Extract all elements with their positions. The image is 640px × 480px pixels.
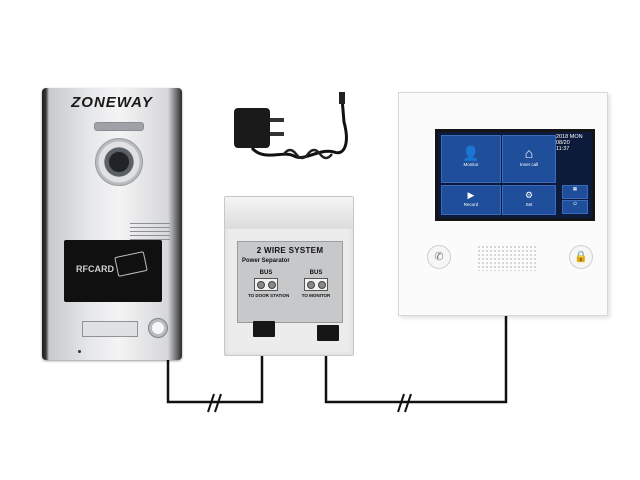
tile-set[interactable]: ⚙ Set — [502, 185, 556, 215]
tile-label: Record — [463, 202, 479, 207]
bus-monitor: BUS TO MONITOR — [298, 270, 334, 298]
bus-destination: TO DOOR STATION — [248, 293, 290, 298]
bus-label: BUS — [309, 270, 323, 276]
gear-icon: ⚙ — [524, 190, 534, 200]
screw-terminal-icon — [254, 278, 278, 291]
door-station: ZONEWAY RFCARD — [42, 88, 182, 360]
clock-time: 11:37 — [556, 146, 570, 152]
tile-label: Monitor — [463, 162, 479, 167]
call-button[interactable] — [148, 318, 168, 338]
rfid-reader[interactable]: RFCARD — [64, 240, 162, 302]
adapter-pin — [270, 132, 284, 136]
tile-record[interactable]: ▶ Record — [441, 185, 501, 215]
speaker-grille — [477, 245, 537, 271]
camera-area — [52, 118, 172, 240]
separator-title: 2 WIRE SYSTEM — [256, 246, 324, 255]
person-icon: 👤 — [462, 145, 480, 161]
brand-logo: ZONEWAY — [71, 94, 153, 111]
card-icon — [114, 251, 148, 277]
dc-plug — [339, 92, 345, 104]
bus-door-station: BUS TO DOOR STATION — [248, 270, 290, 298]
separator-subtitle: Power Separator — [242, 258, 290, 264]
wire-separator-to-monitor — [324, 314, 508, 404]
play-icon: ▶ — [467, 190, 475, 200]
bus-destination: TO MONITOR — [301, 293, 331, 298]
house-icon: ⌂ — [524, 145, 534, 161]
speaker-grille — [130, 220, 170, 240]
camera-lens-icon — [95, 138, 143, 186]
power-icon[interactable]: ⏻ — [562, 200, 588, 214]
adapter-cable-coil — [283, 148, 333, 160]
separator-top — [225, 197, 353, 229]
bus-label: BUS — [259, 270, 273, 276]
indoor-monitor: 👤 Monitor ⌂ Inner call ▶ Record ⚙ Set 20… — [398, 92, 608, 316]
wire-break-mark — [404, 393, 412, 413]
microphone-hole — [78, 350, 81, 353]
tile-label: Set — [525, 202, 533, 207]
tile-inner-call[interactable]: ⌂ Inner call — [502, 135, 556, 183]
name-plate — [82, 321, 138, 337]
tile-monitor[interactable]: 👤 Monitor — [441, 135, 501, 183]
tile-label: Inner call — [519, 162, 539, 167]
power-adapter — [234, 92, 348, 160]
wire-break-mark — [207, 393, 215, 413]
wire-door-to-separator — [166, 338, 264, 404]
date-day: 08/20 — [556, 140, 570, 146]
output-terminal-door[interactable] — [253, 321, 275, 337]
screw-terminal-icon — [304, 278, 328, 291]
phone-icon[interactable]: ✆ — [427, 245, 451, 269]
adapter-body — [234, 108, 270, 148]
adapter-pin — [270, 118, 284, 122]
lock-icon[interactable]: 🔒 — [569, 245, 593, 269]
infrared-led-bar — [94, 122, 144, 131]
rfid-label: RFCARD — [76, 264, 114, 274]
adapter-cable — [250, 97, 348, 159]
monitor-screen[interactable]: 👤 Monitor ⌂ Inner call ▶ Record ⚙ Set 20… — [435, 129, 595, 221]
wire-break-mark — [214, 393, 222, 413]
grid-icon[interactable]: ▦ — [562, 185, 588, 199]
separator-label: 2 WIRE SYSTEM Power Separator BUS TO DOO… — [237, 241, 343, 323]
output-terminal-monitor[interactable] — [317, 325, 339, 341]
date-year: 2018 MON — [556, 134, 583, 140]
power-separator: 2 WIRE SYSTEM Power Separator BUS TO DOO… — [224, 196, 354, 356]
status-panel: 2018 MON 08/20 11:37 — [556, 134, 588, 152]
wire-break-mark — [397, 393, 405, 413]
